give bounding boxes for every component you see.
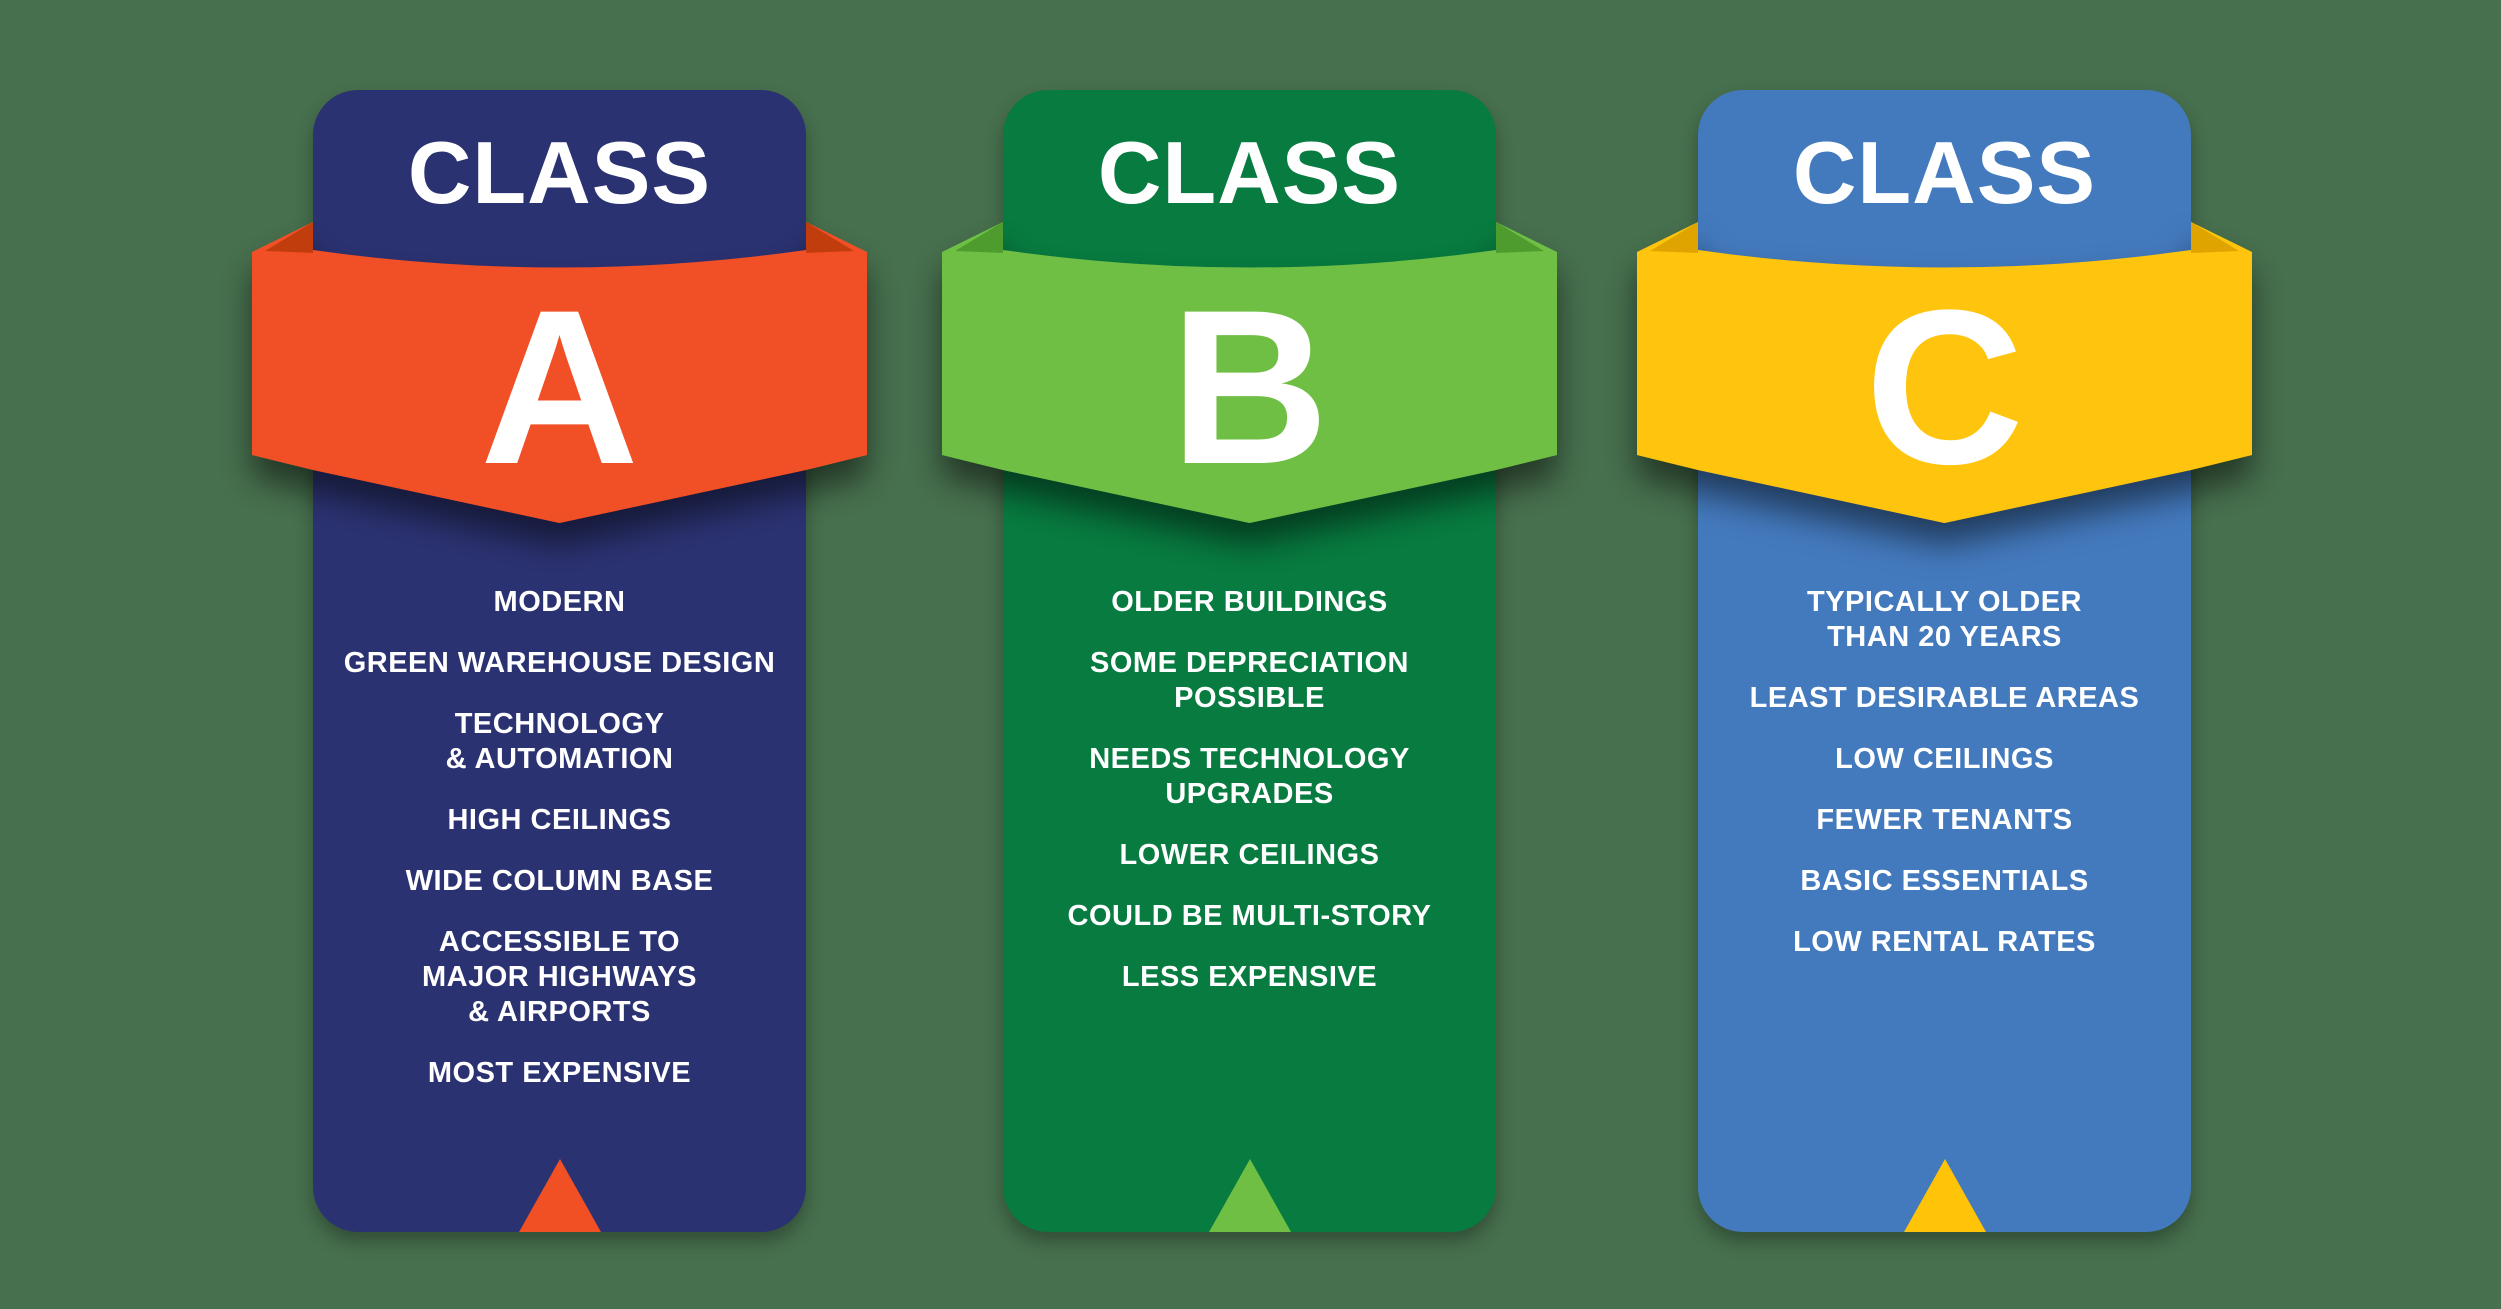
- ribbon-left-wing: [252, 222, 313, 470]
- ribbon-right-fold: [1496, 222, 1544, 253]
- feature-item: FEWER TENANTS: [1710, 803, 2179, 838]
- ribbon-right-wing: [2191, 222, 2252, 470]
- ribbon-left-fold: [1650, 222, 1698, 253]
- feature-item: LOW RENTAL RATES: [1710, 925, 2179, 960]
- ribbon-band: [1698, 250, 2191, 523]
- bottom-arrow-icon: [518, 1159, 601, 1232]
- bottom-arrow-icon: [1208, 1159, 1291, 1232]
- feature-line: BASIC ESSENTIALS: [1800, 865, 2089, 897]
- feature-item: GREEN WAREHOUSE DESIGN: [325, 646, 794, 681]
- feature-item: TECHNOLOGY& AUTOMATION: [325, 707, 794, 777]
- ribbon-banner: C: [1637, 222, 2252, 523]
- card-class-label: CLASS: [1097, 123, 1402, 222]
- feature-line: MAJOR HIGHWAYS: [421, 961, 698, 993]
- feature-item: LESS EXPENSIVE: [1015, 960, 1484, 995]
- feature-line: TYPICALLY OLDER: [1807, 586, 2082, 618]
- ribbon-band: [313, 250, 806, 523]
- feature-line: LOWER CEILINGS: [1119, 839, 1380, 871]
- feature-item: OLDER BUILDINGS: [1015, 585, 1484, 620]
- feature-line: LOW CEILINGS: [1835, 743, 2054, 775]
- feature-item: COULD BE MULTI-STORY: [1015, 899, 1484, 934]
- feature-line: COULD BE MULTI-STORY: [1067, 900, 1432, 932]
- class-letter: C: [1865, 264, 2024, 510]
- feature-item: MODERN: [325, 585, 794, 620]
- ribbon-banner: B: [942, 222, 1557, 523]
- feature-line: OLDER BUILDINGS: [1111, 586, 1388, 618]
- feature-line: TECHNOLOGY: [454, 708, 665, 740]
- feature-item: MOST EXPENSIVE: [325, 1056, 794, 1091]
- ribbon-left-fold: [265, 222, 313, 253]
- ribbon-band: [1003, 250, 1496, 523]
- ribbon-right-fold: [806, 222, 854, 253]
- feature-line: HIGH CEILINGS: [447, 804, 672, 836]
- feature-line: UPGRADES: [1165, 778, 1334, 810]
- feature-line: MOST EXPENSIVE: [427, 1057, 692, 1089]
- feature-line: & AUTOMATION: [445, 743, 674, 775]
- feature-line: THAN 20 YEARS: [1827, 621, 2062, 653]
- feature-line: SOME DEPRECIATION: [1090, 647, 1409, 679]
- class-letter: A: [480, 264, 639, 510]
- bottom-arrow-icon: [1903, 1159, 1986, 1232]
- class-card-a: CLASS MODERN GREEN WAREHOUSE DESIGN TECHNO…: [252, 90, 867, 1232]
- feature-item: HIGH CEILINGS: [325, 803, 794, 838]
- ribbon-right-wing: [806, 222, 867, 470]
- ribbon-left-wing: [942, 222, 1003, 470]
- feature-item: LOWER CEILINGS: [1015, 838, 1484, 873]
- feature-item: LOW CEILINGS: [1710, 742, 2179, 777]
- feature-item: BASIC ESSENTIALS: [1710, 864, 2179, 899]
- ribbon-right-fold: [2191, 222, 2239, 253]
- feature-line: ACCESSIBLE TO: [438, 926, 681, 958]
- feature-line: & AIRPORTS: [468, 996, 651, 1028]
- card-class-label: CLASS: [407, 123, 712, 222]
- feature-line: MODERN: [493, 586, 626, 618]
- ribbon-left-fold: [955, 222, 1003, 253]
- class-letter: B: [1170, 264, 1329, 510]
- feature-line: GREEN WAREHOUSE DESIGN: [343, 647, 776, 679]
- card-class-label: CLASS: [1792, 123, 2097, 222]
- feature-item: LEAST DESIRABLE AREAS: [1710, 681, 2179, 716]
- feature-line: FEWER TENANTS: [1816, 804, 2073, 836]
- feature-line: WIDE COLUMN BASE: [405, 865, 714, 897]
- feature-line: LESS EXPENSIVE: [1121, 961, 1378, 993]
- ribbon-banner: A: [252, 222, 867, 523]
- feature-line: LOW RENTAL RATES: [1793, 926, 2096, 958]
- feature-line: POSSIBLE: [1174, 682, 1325, 714]
- feature-line: NEEDS TECHNOLOGY: [1089, 743, 1410, 775]
- feature-item: WIDE COLUMN BASE: [325, 864, 794, 899]
- ribbon-left-wing: [1637, 222, 1698, 470]
- feature-line: LEAST DESIRABLE AREAS: [1749, 682, 2140, 714]
- ribbon-right-wing: [1496, 222, 1557, 470]
